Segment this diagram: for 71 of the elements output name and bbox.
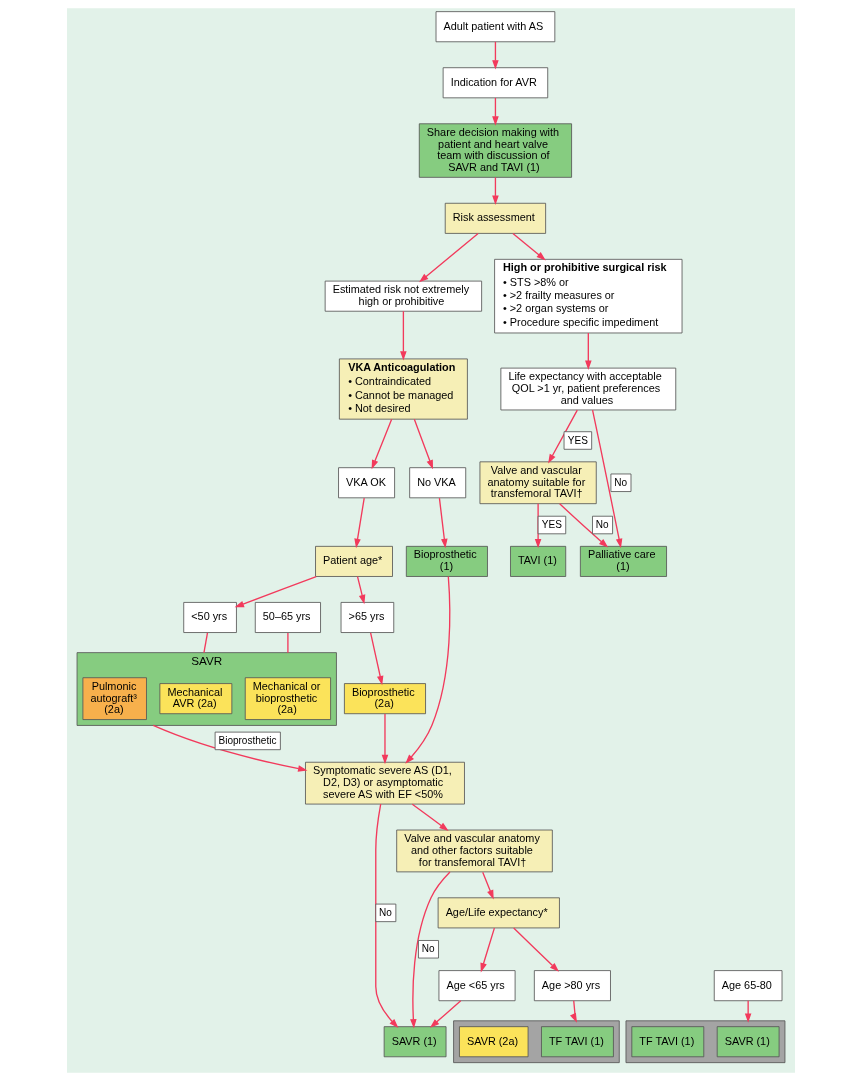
node-box: Age >80 yrs	[533, 970, 611, 1002]
node-box: <50 yrs	[183, 602, 237, 633]
node-box: High or prohibitive surgical risk • STS >8% or • >2 frailty measures or • >2 organ systems or • Procedure specific impediment	[494, 258, 683, 334]
node-box: Bioprosthetic (2a)	[343, 683, 426, 715]
node-box: Adult patient with AS	[435, 11, 556, 43]
node-box: Life expectancy with acceptable QOL >1 yr, patient preferences and values	[500, 367, 677, 411]
node-box: >65 yrs	[340, 602, 395, 633]
arrow	[429, 1000, 462, 1028]
arrow	[413, 418, 434, 470]
edge-label: No	[421, 943, 435, 955]
node-box: Mechanical AVR (2a)	[159, 683, 233, 715]
edge-label: YES	[541, 519, 562, 531]
connector	[287, 632, 289, 654]
node-box: Age <65 yrs	[438, 970, 516, 1002]
arrow	[400, 310, 407, 361]
edge-label: Bioprosthetic	[218, 734, 277, 746]
node-box: Patient age*	[315, 545, 393, 577]
arrow	[492, 176, 499, 205]
cluster	[625, 1020, 786, 1064]
node-box: Valve and vascular anatomy and other factors suitable for transfemoral TAVI†	[396, 829, 553, 873]
node-box: TF TAVI (1)	[541, 1026, 614, 1058]
connector	[203, 632, 209, 654]
arrow	[438, 497, 448, 549]
arrow	[354, 497, 365, 549]
edge-label: No	[614, 476, 628, 488]
node-box: TF TAVI (1)	[631, 1026, 705, 1058]
node-box: Bioprosthetic (1)	[405, 545, 488, 577]
arrow	[234, 575, 317, 608]
arrow	[356, 575, 366, 605]
arrow	[492, 41, 499, 70]
node-box: Share decision making with patient and heart valve team with discussion of SAVR and TAVI (1)	[418, 123, 572, 178]
arrow	[585, 332, 592, 370]
node-box: Estimated risk not extremely high or prohibitive	[324, 280, 483, 312]
node-box: Risk assessment	[444, 202, 547, 234]
node-box: Palliative care (1)	[579, 545, 667, 577]
arrow	[405, 576, 451, 764]
node-box: Indication for AVR	[442, 67, 549, 99]
node-box: No VKA	[409, 467, 467, 499]
node-box: Age/Life expectancy*	[437, 897, 560, 929]
edge-label: No	[379, 906, 392, 918]
arrow	[410, 871, 451, 1029]
edge-label: YES	[567, 434, 588, 446]
arrow	[371, 418, 393, 470]
arrow	[411, 803, 449, 831]
node-box: SAVR (1)	[716, 1026, 780, 1058]
arrow	[492, 97, 499, 126]
arrow	[480, 927, 496, 973]
node-box: Mechanical or bioprosthetic (2a)	[244, 677, 331, 720]
node-box: Valve and vascular anatomy suitable for transfemoral TAVI†	[479, 461, 597, 505]
node-box: Symptomatic severe AS (D1, D2, D3) or asymptomatic severe AS with EF <50%	[305, 761, 465, 805]
arrow	[512, 232, 546, 261]
cluster	[453, 1020, 620, 1064]
arrow	[482, 871, 494, 900]
node-box: TAVI (1)	[510, 545, 567, 577]
node-box: SAVR (2a)	[459, 1026, 529, 1058]
node-box: Pulmonic autograft³ (2a)	[82, 677, 147, 720]
arrow	[559, 503, 609, 548]
node-box: 50–65 yrs	[254, 602, 321, 633]
node-box: SAVR (1)	[383, 1026, 447, 1058]
edge-label: No	[595, 519, 609, 531]
node-box: VKA Anticoagulation • Contraindicated • Cannot be managed • Not desired	[338, 358, 468, 420]
arrow	[381, 713, 389, 765]
arrow	[744, 1000, 752, 1023]
arrow	[369, 632, 384, 686]
arrow	[513, 927, 559, 972]
arrow	[152, 724, 308, 772]
arrow	[548, 409, 578, 464]
node-box: Age 65-80	[713, 970, 783, 1002]
arrow	[570, 1000, 577, 1023]
node-box: VKA OK	[338, 467, 396, 499]
arrow	[419, 232, 479, 283]
